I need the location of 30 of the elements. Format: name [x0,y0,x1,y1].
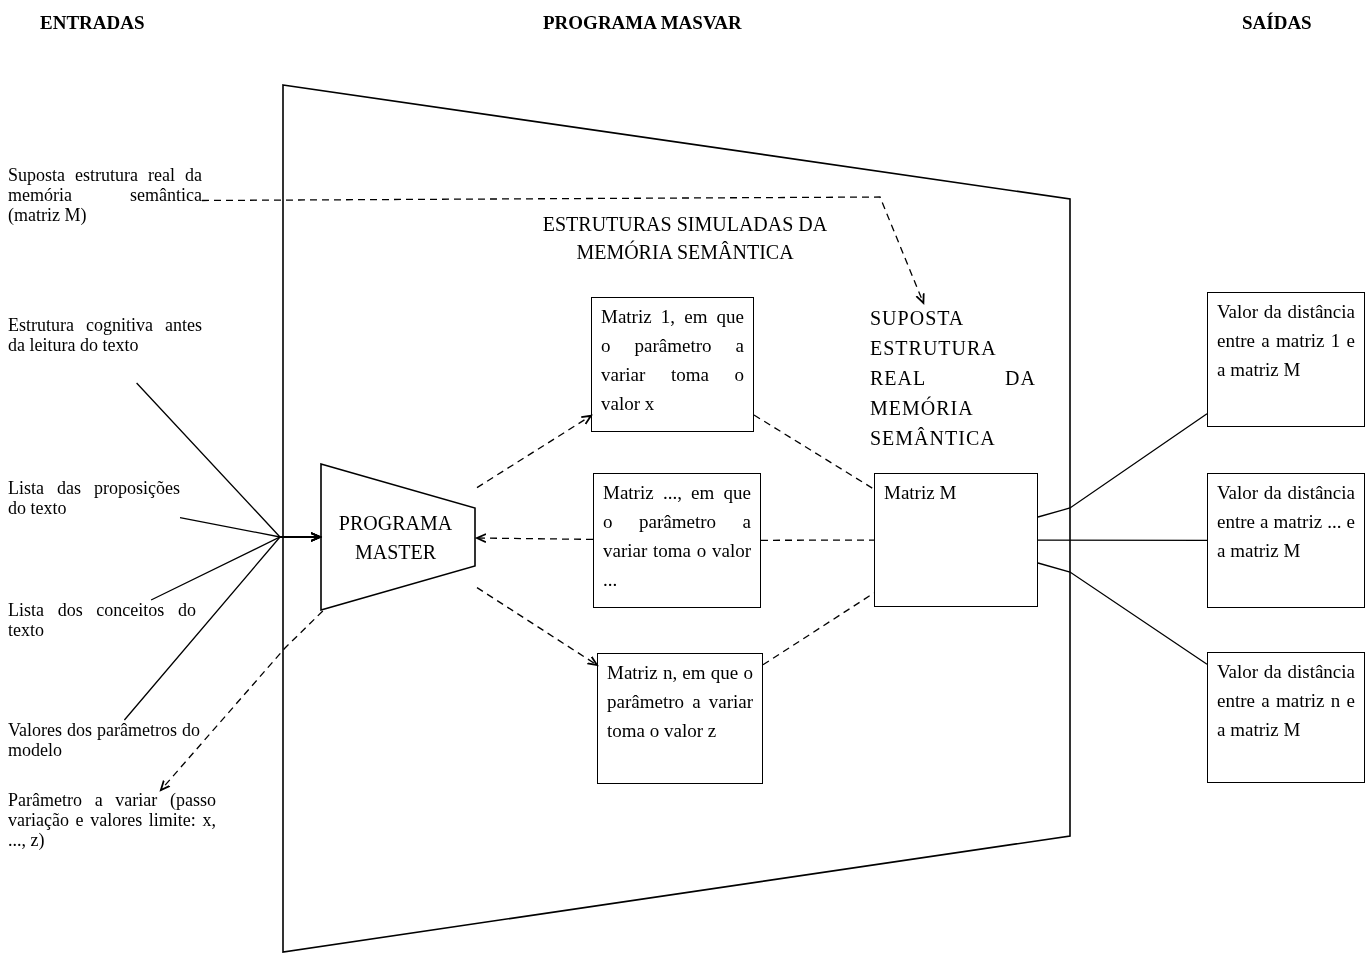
input-text: Lista das proposições do texto [8,478,180,524]
input-text: Parâmetro a variar (passo variação e valores limite: x, ..., z) [8,790,216,902]
arrow [123,532,321,721]
process-box: Matriz 1, em que o parâmetro a variar toma o valor x [591,297,754,432]
connector-line [1037,539,1208,542]
process-box: Matriz ..., em que o parâmetro a variar toma o valor ... [593,473,761,608]
input-text: Estrutura cognitiva antes da leitura do texto [8,315,202,383]
program-heading: PROGRAMA MASVAR [543,12,742,34]
dashed-arrow [476,414,592,489]
process-box: Matriz n, em que o parâmetro a variar toma o valor z [597,653,763,784]
dashed-arrow [201,196,925,304]
input-text: Valores dos parâmetros do modelo [8,720,200,768]
input-text: Suposta estrutura real da memória semântica (matriz M) [8,165,202,237]
node-label: PROGRAMA MASTER [337,511,454,565]
connector-line [1037,562,1208,665]
connector-line [1037,413,1208,518]
dashed-arrow [476,533,594,543]
process-box: Valor da distância entre a matriz 1 e a matriz M [1207,292,1365,427]
process-box: Valor da distância entre a matriz ... e a matriz M [1207,473,1365,608]
input-text: Lista dos conceitos do texto [8,600,196,648]
column-heading: ENTRADAS [40,12,145,34]
matrix-box: Matriz M [874,473,1038,607]
section-label: ESTRUTURAS SIMULADAS DA MEMÓRIA SEMÂNTICA [541,212,829,265]
column-heading: SAÍDAS [1242,12,1312,34]
dashed-line [760,539,875,541]
dashed-arrow [160,610,324,791]
dashed-arrow [476,586,598,666]
dashed-line [753,414,875,490]
heading-text: SUPOSTA ESTRUTURA REAL DA MEMÓRIA SEMÂNTICA [870,303,1036,448]
process-box: Valor da distância entre a matriz n e a matriz M [1207,652,1365,783]
